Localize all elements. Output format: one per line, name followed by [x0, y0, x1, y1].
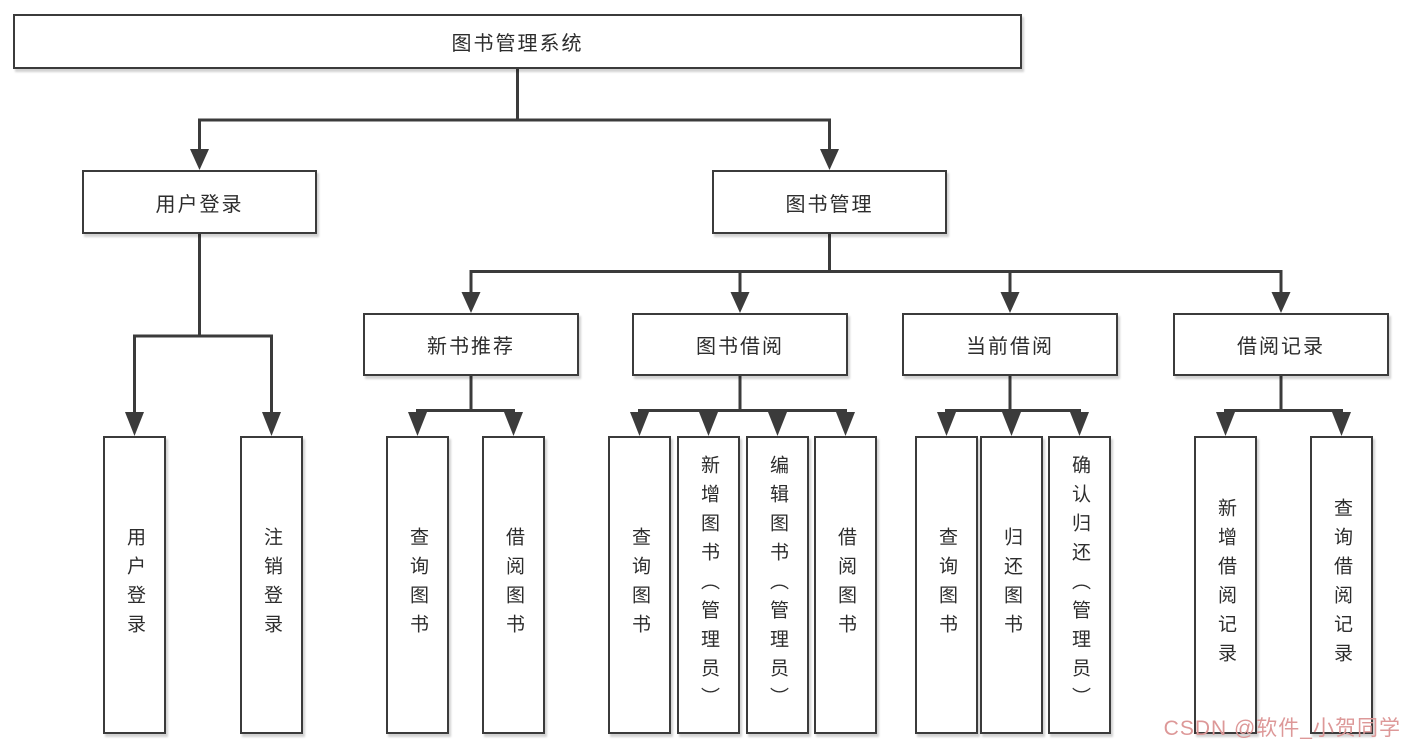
- node-label: 查询图书: [407, 527, 428, 643]
- node-borrowing-records: 借阅记录: [1173, 313, 1389, 376]
- node-current-borrowing: 当前借阅: [902, 313, 1118, 376]
- arrowheads: [125, 149, 1351, 436]
- node-label: 图书管理: [785, 193, 874, 216]
- leaf-user-login: 用户登录: [103, 436, 166, 734]
- node-label: 新书推荐: [427, 336, 515, 358]
- arrow-down-icon: [1002, 412, 1021, 436]
- node-label: 查询借阅记录: [1331, 498, 1352, 672]
- leaf-query-books-current: 查询图书: [915, 436, 978, 734]
- node-label: 新增借阅记录: [1215, 498, 1236, 672]
- node-book-management: 图书管理: [712, 170, 947, 234]
- leaf-query-borrow-record: 查询借阅记录: [1310, 436, 1373, 734]
- csdn-watermark: CSDN @软件_小贺同学: [1163, 717, 1401, 740]
- arrow-down-icon: [190, 149, 209, 170]
- node-user-login: 用户登录: [82, 170, 317, 234]
- arrow-down-icon: [1070, 412, 1089, 436]
- node-label: 当前借阅: [966, 336, 1054, 358]
- leaf-logout: 注销登录: [240, 436, 303, 734]
- node-label: 借阅图书: [835, 527, 856, 643]
- node-label: 确认归还（管理员）: [1069, 454, 1090, 716]
- arrow-down-icon: [408, 412, 427, 436]
- node-label: 借阅记录: [1237, 336, 1325, 358]
- node-label: 查询图书: [936, 527, 957, 643]
- leaf-return-books: 归还图书: [980, 436, 1043, 734]
- leaf-edit-books-admin: 编辑图书（管理员）: [746, 436, 809, 734]
- leaf-query-books-borrow: 查询图书: [608, 436, 671, 734]
- arrow-down-icon: [937, 412, 956, 436]
- node-label: 借阅图书: [503, 527, 524, 643]
- node-label: 归还图书: [1001, 527, 1022, 643]
- arrow-down-icon: [630, 412, 649, 436]
- arrow-down-icon: [262, 412, 281, 436]
- arrow-down-icon: [836, 412, 855, 436]
- leaf-borrow-books-recommend: 借阅图书: [482, 436, 545, 734]
- arrow-down-icon: [1000, 292, 1020, 313]
- leaf-query-books-recommend: 查询图书: [386, 436, 449, 734]
- node-label: 图书借阅: [696, 336, 784, 358]
- node-book-borrowing: 图书借阅: [632, 313, 848, 376]
- node-label: 查询图书: [629, 527, 650, 643]
- node-new-book-recommend: 新书推荐: [363, 313, 579, 376]
- arrow-down-icon: [699, 412, 718, 436]
- arrow-down-icon: [125, 412, 144, 436]
- arrow-down-icon: [730, 292, 750, 313]
- node-label: 图书管理系统: [451, 33, 584, 55]
- leaf-add-books-admin: 新增图书（管理员）: [677, 436, 740, 734]
- arrow-down-icon: [504, 412, 523, 436]
- node-label: 新增图书（管理员）: [698, 454, 719, 716]
- arrow-down-icon: [461, 292, 481, 313]
- leaf-confirm-return-admin: 确认归还（管理员）: [1048, 436, 1111, 734]
- arrow-down-icon: [1216, 412, 1235, 436]
- arrow-down-icon: [820, 149, 839, 170]
- arrow-down-icon: [1332, 412, 1351, 436]
- node-label: 注销登录: [261, 527, 282, 643]
- node-library-management-system: 图书管理系统: [13, 14, 1022, 69]
- node-label: 编辑图书（管理员）: [767, 454, 788, 716]
- node-label: 用户登录: [155, 193, 244, 216]
- leaf-add-borrow-record: 新增借阅记录: [1194, 436, 1257, 734]
- arrow-down-icon: [768, 412, 787, 436]
- arrow-down-icon: [1271, 292, 1291, 313]
- node-label: 用户登录: [124, 527, 145, 643]
- leaf-borrow-books: 借阅图书: [814, 436, 877, 734]
